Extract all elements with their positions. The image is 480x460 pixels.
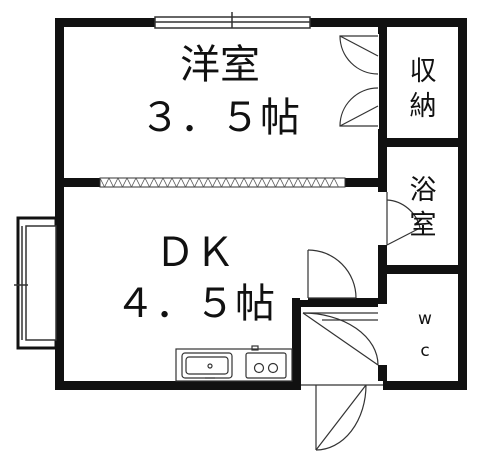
wc-label-2: c (420, 341, 430, 361)
dk-room-size: ４．５帖 (115, 281, 275, 327)
closet-label-1: 収 (409, 56, 437, 87)
bathroom-label-2: 室 (409, 210, 437, 241)
bathroom-label-1: 浴 (409, 175, 437, 206)
western-room-name: 洋室 (180, 42, 260, 88)
closet-hatch (99, 177, 346, 188)
closet-label-2: 納 (409, 91, 437, 122)
dk-room-name: ＤＫ (155, 230, 235, 276)
wc-label-1: w (418, 309, 432, 329)
windows (14, 12, 311, 350)
doors (300, 34, 421, 451)
kitchen-counter (175, 345, 293, 382)
western-room-size: ３．５帖 (140, 95, 300, 141)
